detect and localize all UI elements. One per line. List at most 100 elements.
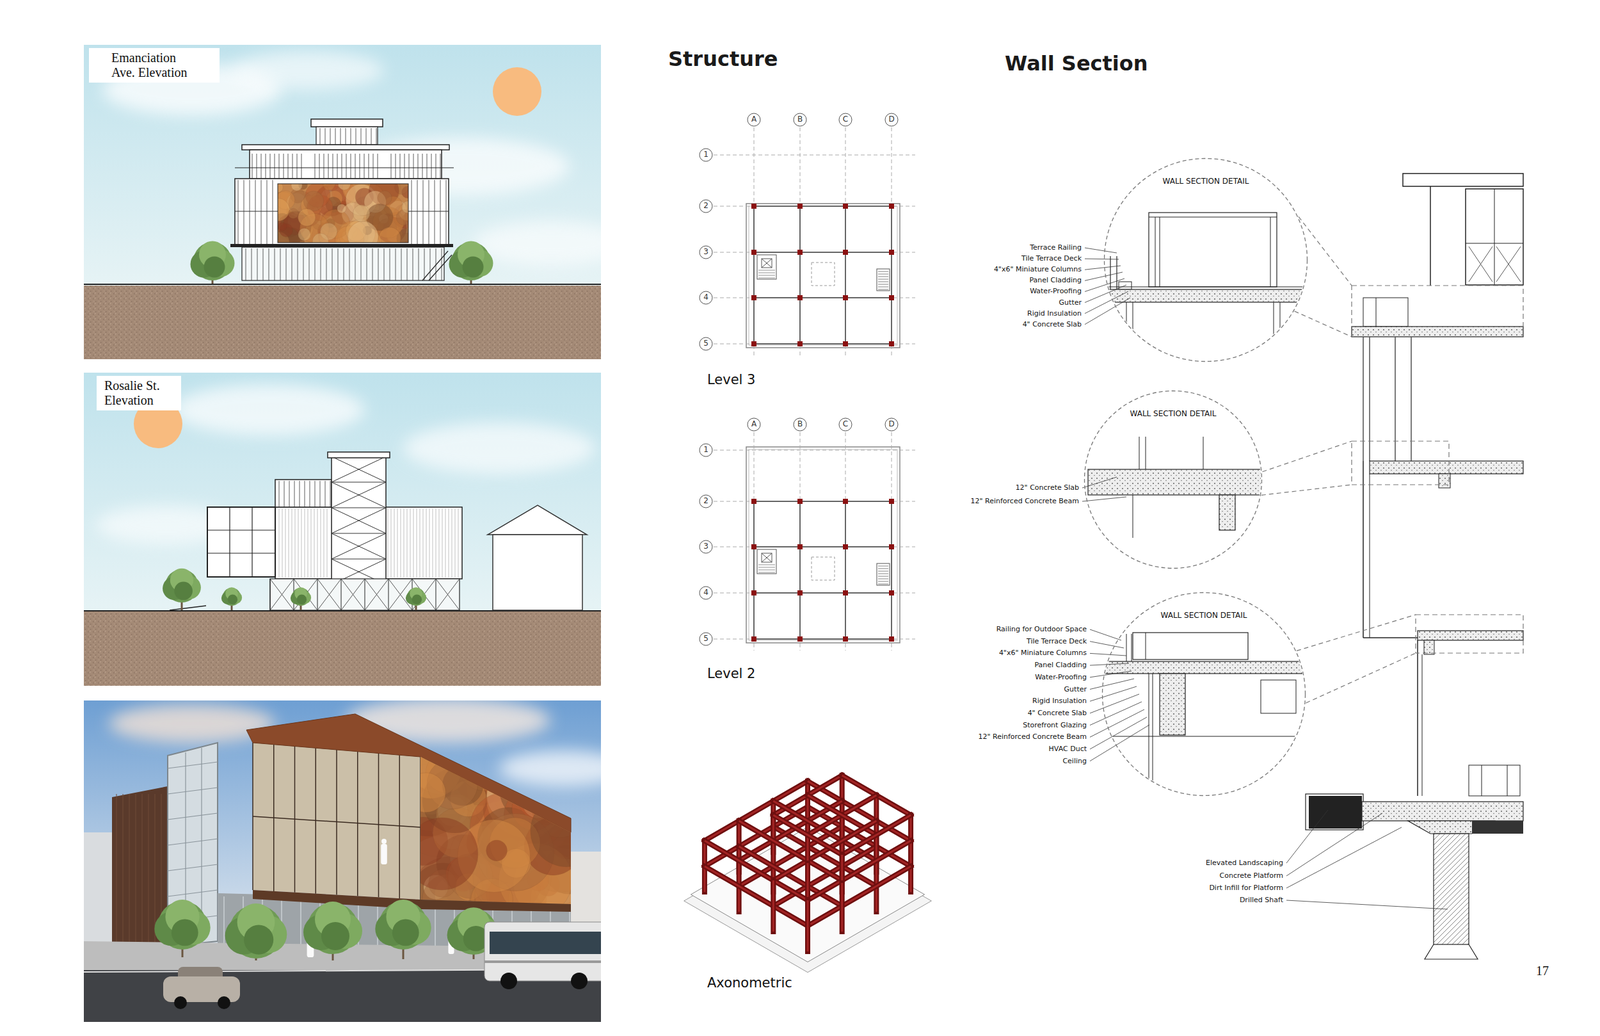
frame-member <box>770 880 776 932</box>
line <box>1296 614 1416 651</box>
line <box>1148 673 1150 794</box>
leader-lines <box>1082 247 1448 909</box>
line <box>441 248 443 281</box>
detail-link <box>1261 216 1416 703</box>
line <box>412 248 414 281</box>
frame-member <box>772 880 775 932</box>
line <box>878 276 889 278</box>
line <box>890 501 893 639</box>
elevator <box>757 254 777 280</box>
tree-canopy <box>171 919 199 946</box>
beam <box>1159 673 1186 735</box>
line <box>878 273 889 275</box>
line <box>878 581 889 582</box>
column <box>751 498 757 504</box>
line <box>331 507 386 534</box>
line <box>340 128 342 145</box>
line <box>419 508 421 578</box>
frame-member <box>807 865 911 926</box>
column <box>842 249 848 255</box>
detail-circle: WALL SECTION DETAIL <box>1101 591 1307 797</box>
building-elevation <box>230 119 454 281</box>
line <box>268 248 270 281</box>
line <box>753 432 755 651</box>
line <box>713 154 916 156</box>
line <box>297 248 299 281</box>
line <box>167 838 218 845</box>
section-heading: Wall Section <box>1004 51 1149 76</box>
rect <box>270 578 460 610</box>
line <box>713 592 916 594</box>
glass-facade <box>252 742 421 900</box>
mural-blot <box>530 794 601 867</box>
line <box>355 248 356 281</box>
line <box>364 153 365 179</box>
grid-bubble <box>699 632 713 646</box>
person <box>380 843 388 864</box>
column <box>842 203 848 209</box>
line <box>878 289 889 290</box>
line <box>458 508 459 578</box>
line <box>1100 736 1312 737</box>
mural-blot <box>471 739 511 779</box>
line <box>325 128 326 145</box>
line <box>713 343 916 345</box>
rect <box>275 479 332 507</box>
line <box>401 248 402 281</box>
tree-canopy <box>243 924 274 955</box>
line <box>360 248 362 281</box>
beam <box>1438 473 1451 488</box>
line <box>753 592 892 594</box>
line <box>800 127 801 356</box>
slab <box>1369 460 1524 474</box>
line <box>1468 246 1493 282</box>
detail-title: WALL SECTION DETAIL <box>1101 610 1307 620</box>
line <box>167 787 218 794</box>
line <box>428 179 430 244</box>
line <box>753 127 755 356</box>
stair <box>876 268 890 291</box>
callout-label: Water-Proofing <box>1029 287 1082 296</box>
rect <box>316 126 378 145</box>
view-title: Rosalie St. Elevation <box>104 378 176 408</box>
column <box>797 295 803 301</box>
line <box>372 248 374 281</box>
callout-label: Terrace Railing <box>1029 243 1082 253</box>
frame-member <box>807 840 911 900</box>
elevator <box>757 549 777 574</box>
rect <box>241 144 450 150</box>
column <box>751 544 757 550</box>
grid-label: 2 <box>703 201 709 211</box>
cloud <box>403 422 596 474</box>
line <box>332 153 334 179</box>
line <box>283 153 285 179</box>
grid-label: C <box>842 419 848 429</box>
line <box>404 153 406 179</box>
line <box>1468 246 1493 282</box>
line <box>229 506 230 577</box>
line <box>350 153 352 179</box>
line <box>878 570 889 572</box>
detail-drawing <box>1088 436 1268 538</box>
line <box>1155 216 1156 287</box>
line <box>753 638 892 640</box>
column <box>797 498 803 504</box>
mural-blot <box>515 752 539 775</box>
line <box>418 248 420 281</box>
tree-canopy <box>204 256 226 278</box>
frame-member <box>773 814 842 855</box>
mural-blot <box>378 227 402 243</box>
line <box>331 533 386 534</box>
column <box>751 295 757 301</box>
line <box>424 248 425 281</box>
grid-bubble <box>839 113 852 127</box>
line <box>296 153 298 179</box>
grid-label: C <box>842 115 848 125</box>
railing <box>1468 764 1520 796</box>
mural-blot <box>323 183 336 191</box>
line <box>1132 302 1134 365</box>
mural-blot <box>337 204 347 214</box>
callout-label: 12" Reinforced Concrete Beam <box>970 497 1080 506</box>
line <box>301 508 303 578</box>
